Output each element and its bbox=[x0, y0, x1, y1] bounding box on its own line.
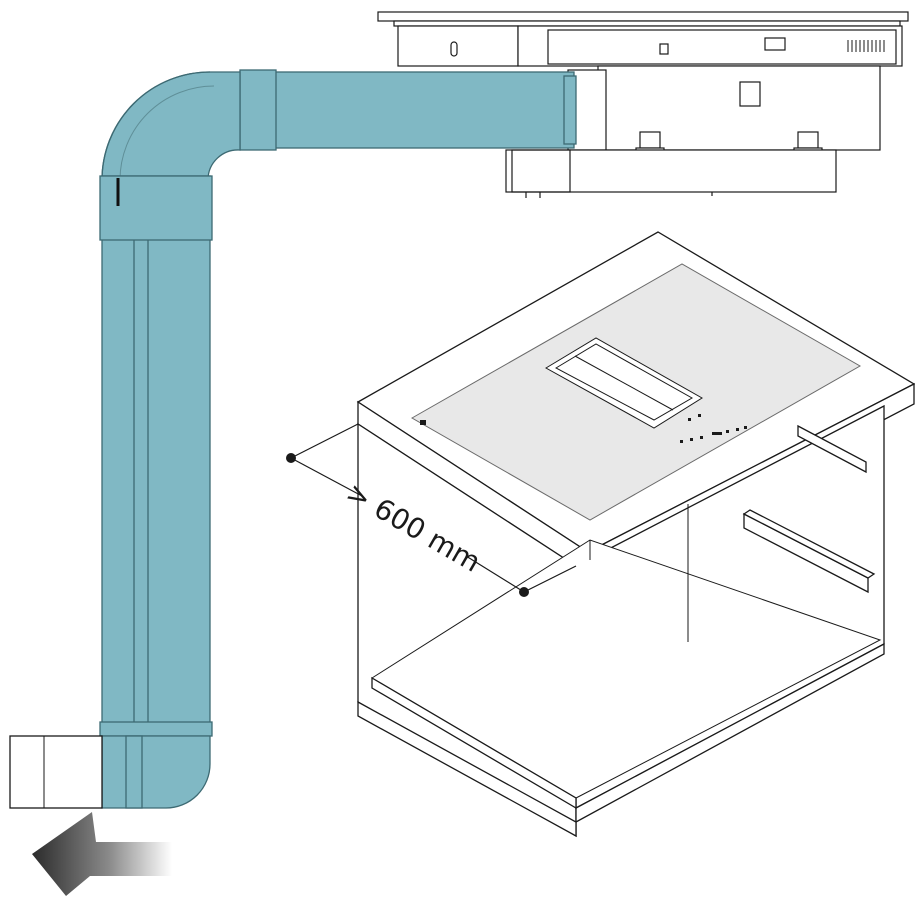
downdraft-vent-icon bbox=[545, 337, 703, 429]
exhaust-arrow-icon bbox=[32, 812, 172, 896]
vertical-duct bbox=[101, 175, 211, 729]
touch-controls-icon bbox=[420, 414, 747, 443]
duct-run bbox=[9, 69, 577, 809]
dimension-endpoint-right bbox=[519, 587, 529, 597]
kitchen-cabinet bbox=[356, 231, 915, 838]
support-rail-lower bbox=[742, 509, 876, 594]
outlet-stub bbox=[9, 735, 103, 809]
duct-coupler-lower bbox=[99, 721, 213, 737]
vent-grille-icon bbox=[847, 40, 885, 52]
horizontal-duct bbox=[239, 71, 575, 149]
bottom-elbow bbox=[101, 735, 211, 809]
support-rail-upper bbox=[797, 424, 867, 474]
duct-coupler-top bbox=[239, 69, 277, 151]
top-elbow bbox=[101, 71, 241, 181]
hob-glass bbox=[410, 263, 862, 521]
dimension-endpoint-left bbox=[286, 453, 296, 463]
hob-extractor-unit bbox=[377, 11, 909, 198]
